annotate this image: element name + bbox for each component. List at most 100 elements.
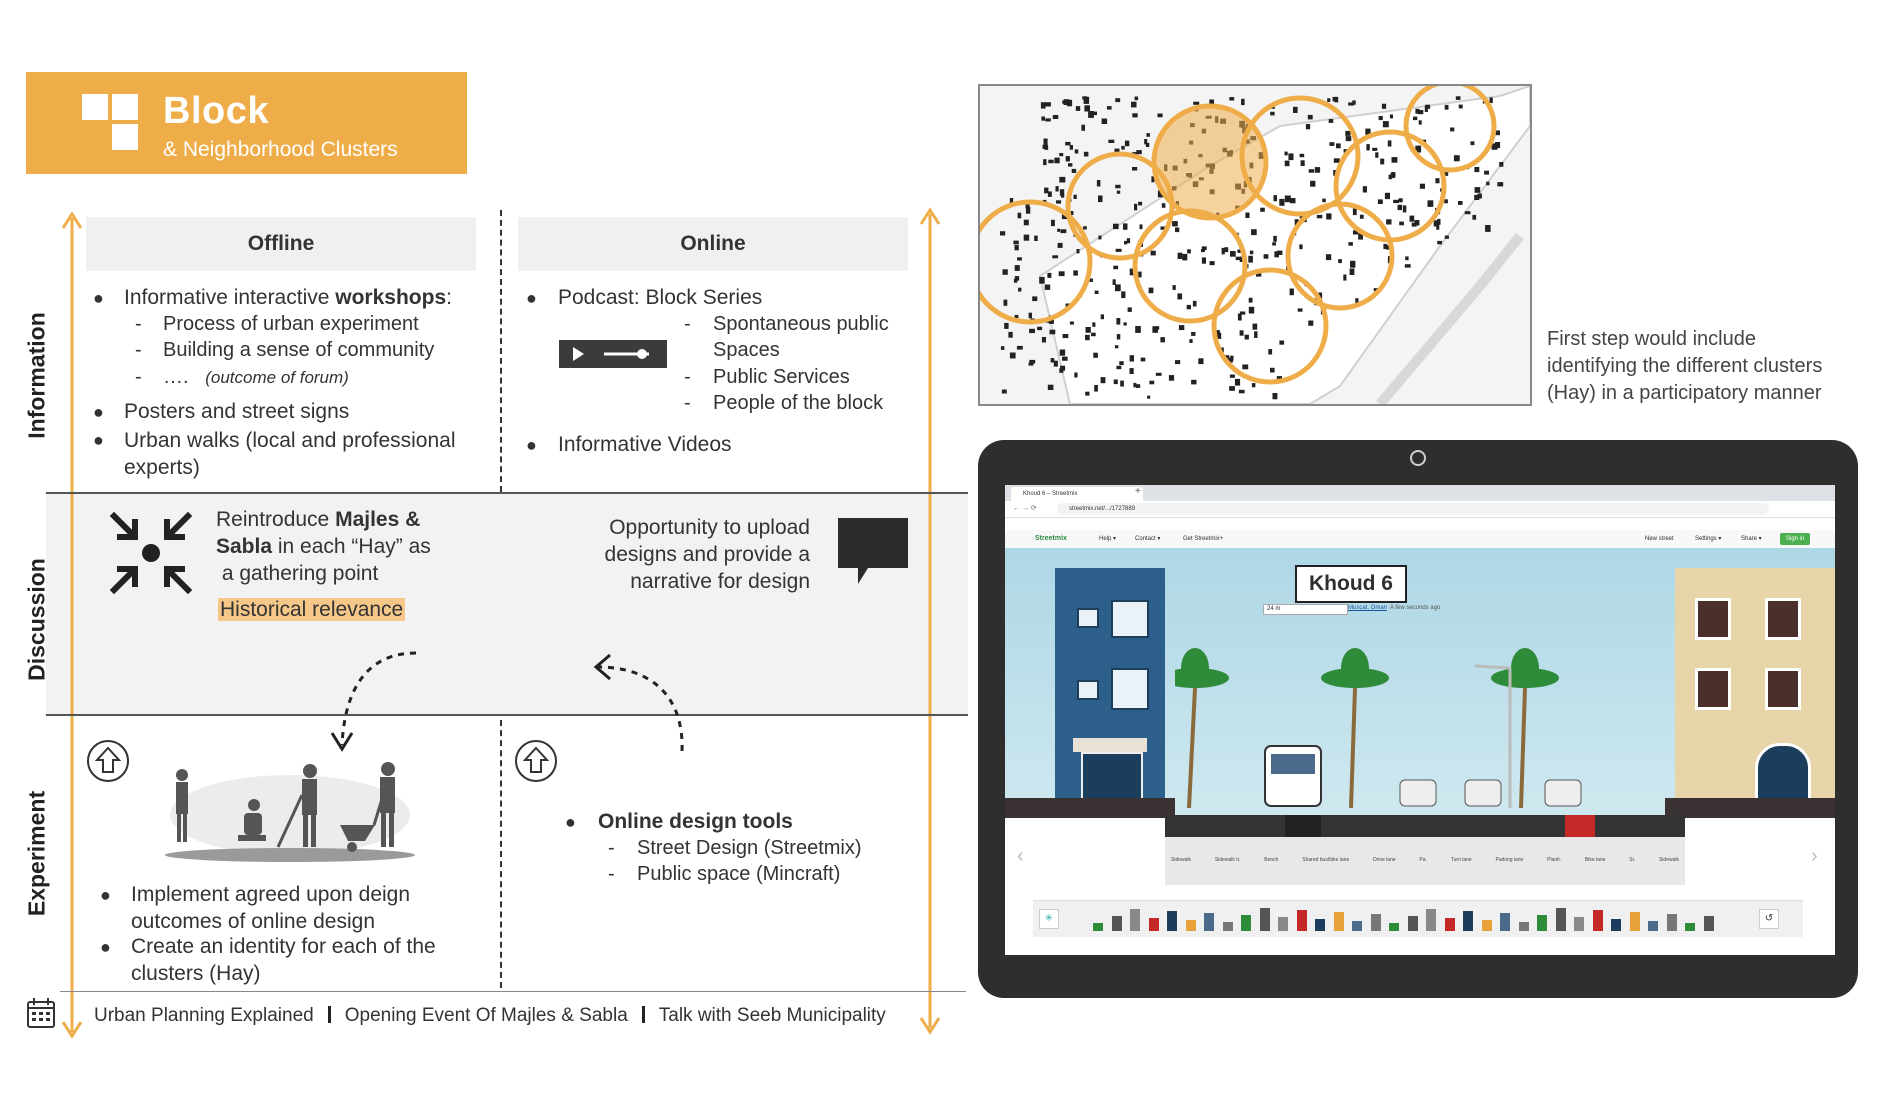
palette-segment-icon[interactable]	[1555, 908, 1566, 931]
palette-segment-icon[interactable]	[1222, 922, 1233, 931]
palette-segment-icon[interactable]	[1444, 918, 1455, 931]
palette-segment-icon[interactable]	[1241, 915, 1251, 931]
building-block	[1248, 255, 1253, 263]
palette-segment-icon[interactable]	[1352, 921, 1362, 931]
street-width-select[interactable]: 24 m	[1263, 604, 1348, 615]
palette-segment-icon[interactable]	[1703, 916, 1714, 931]
segment-label[interactable]: Planti.	[1547, 857, 1562, 863]
segment-label[interactable]: Bike lane	[1584, 857, 1606, 863]
segment-label[interactable]: Drive lane	[1373, 857, 1396, 863]
segment-label[interactable]: Sidewalk tr.	[1214, 857, 1241, 863]
streetmix-logo[interactable]: Streetmix	[1035, 535, 1067, 542]
segment-label[interactable]: Sidewalk	[1171, 857, 1192, 863]
segment-label[interactable]: Bench	[1264, 857, 1279, 863]
new-tab-icon[interactable]: +	[1135, 486, 1141, 497]
menu-share[interactable]: Share ▾	[1741, 536, 1762, 542]
palette-segment-icon[interactable]	[1407, 916, 1418, 931]
building-block	[1147, 395, 1151, 399]
building-block	[1224, 247, 1229, 253]
building-block	[1294, 219, 1299, 226]
palette-segment-icon[interactable]	[1370, 914, 1381, 931]
segment-label[interactable]: Parking lane	[1495, 857, 1524, 863]
building-block	[1096, 180, 1101, 187]
building-block	[1014, 265, 1020, 271]
palette-segment-icon[interactable]	[1204, 913, 1214, 931]
segment-label[interactable]: Sidewalk	[1658, 857, 1679, 863]
menu-new-street[interactable]: New street	[1645, 536, 1674, 542]
building-block	[1116, 334, 1121, 340]
segment-label[interactable]: Turn lane	[1450, 857, 1472, 863]
palette-segment-icon[interactable]	[1148, 918, 1159, 931]
segment-label[interactable]: Shared bus/bike lane	[1302, 857, 1350, 863]
building-block	[1092, 322, 1096, 327]
building-block	[1034, 235, 1038, 241]
palette-segment-icon[interactable]	[1685, 923, 1695, 931]
segment-label[interactable]: Si.	[1629, 857, 1636, 863]
palette-segment-icon[interactable]	[1278, 917, 1288, 931]
palette-segment-icon[interactable]	[1537, 915, 1547, 931]
column-header-offline: Offline	[86, 217, 476, 271]
palette-segment-icon[interactable]	[1315, 919, 1325, 931]
building-block	[1418, 120, 1422, 125]
palette-segment-icon[interactable]	[1130, 909, 1140, 931]
upload-arrow-icon	[87, 740, 129, 782]
palette-segment-icon[interactable]	[1111, 916, 1122, 931]
sign-in-button[interactable]: Sign in	[1780, 533, 1811, 545]
building-block	[1359, 214, 1364, 219]
building-block	[1062, 334, 1069, 339]
nav-buttons-icon[interactable]: ← → ⟳	[1013, 505, 1037, 512]
building-block	[1074, 149, 1079, 154]
building-block	[1499, 162, 1504, 167]
building-block	[1114, 345, 1119, 349]
scroll-right-icon[interactable]: ›	[1811, 845, 1818, 867]
building-block	[1132, 167, 1138, 171]
building-block	[1350, 260, 1356, 268]
building-block	[1433, 220, 1438, 227]
building-block	[1274, 251, 1279, 258]
palette-segment-icon[interactable]	[1093, 923, 1103, 931]
online-tool-mincraft: Public space (Mincraft)	[637, 863, 841, 885]
palette-segment-icon[interactable]	[1333, 912, 1344, 931]
palette-segment-icon[interactable]	[1500, 913, 1510, 931]
building-block	[1081, 124, 1085, 131]
palette-segment-icon[interactable]	[1666, 914, 1677, 931]
palette-segment-icon[interactable]	[1592, 910, 1603, 931]
menu-settings[interactable]: Settings ▾	[1695, 536, 1722, 542]
url-bar[interactable]: streetmix.net/.../1727889	[1057, 503, 1769, 515]
segment-label[interactable]: Pa.	[1419, 857, 1427, 863]
palette-segment-icon[interactable]	[1259, 908, 1270, 931]
undo-icon[interactable]: ↺	[1759, 909, 1779, 929]
gardening-people-icon	[165, 762, 415, 862]
palette-segment-icon[interactable]	[1167, 911, 1177, 931]
palette-segment-icon[interactable]	[1648, 921, 1658, 931]
palette-segment-icon[interactable]	[1296, 910, 1307, 931]
building-block	[1115, 284, 1121, 292]
palette-settings-icon[interactable]: ✳	[1039, 909, 1059, 929]
menu-get-streetmix[interactable]: Get Streetmix+	[1183, 536, 1224, 542]
building-block	[1000, 231, 1006, 236]
road-deck	[1165, 815, 1685, 837]
palette-segment-icon[interactable]	[1185, 920, 1196, 931]
palette-segment-icon[interactable]	[1481, 920, 1492, 931]
menu-help[interactable]: Help ▾	[1099, 536, 1117, 542]
palette-segment-icon[interactable]	[1463, 911, 1473, 931]
palette-segment-icon[interactable]	[1611, 919, 1621, 931]
building-block	[1318, 292, 1323, 299]
building-block	[1289, 198, 1296, 204]
building-block	[1329, 142, 1335, 146]
palette-segment-icon[interactable]	[1574, 917, 1584, 931]
palette-segment-icon[interactable]	[1518, 922, 1529, 931]
building-block	[1056, 200, 1062, 204]
street-location[interactable]: Muscat, Oman	[1348, 605, 1388, 611]
browser-tab[interactable]: Khoud 6 – Streetmix	[1011, 487, 1143, 501]
menu-contact[interactable]: Contact ▾	[1135, 536, 1161, 542]
palette-segment-icon[interactable]	[1389, 923, 1399, 931]
palette-segment-icon[interactable]	[1426, 909, 1436, 931]
building-block	[1418, 110, 1424, 115]
scroll-left-icon[interactable]: ‹	[1017, 845, 1024, 867]
offline-workshops-sub3: …. (outcome of forum)	[163, 366, 349, 388]
street-name[interactable]: Khoud 6	[1295, 565, 1407, 603]
video-player-icon	[559, 340, 667, 368]
palette-segment-icon[interactable]	[1629, 912, 1640, 931]
